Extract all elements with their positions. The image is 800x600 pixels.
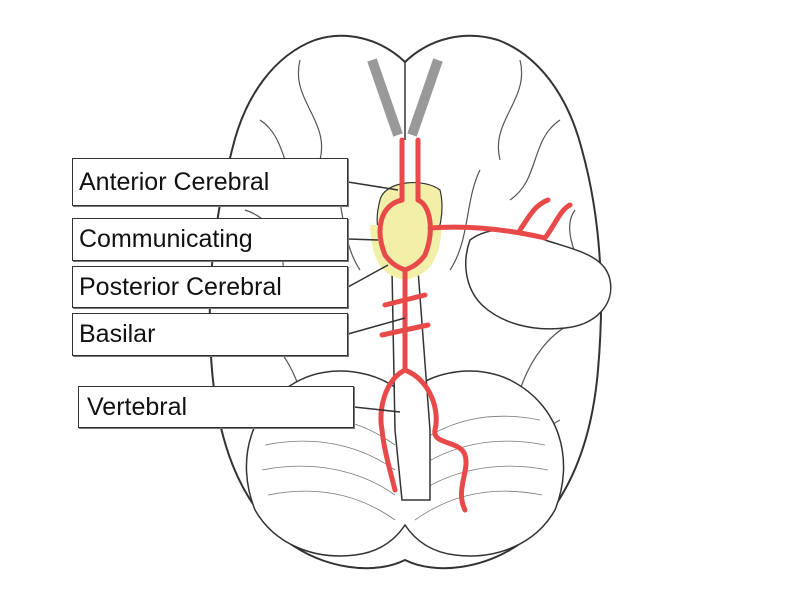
middle-cerebral-artery	[427, 197, 573, 241]
label-basilar: Basilar	[72, 313, 348, 356]
vertebral-artery-right	[402, 367, 469, 513]
label-anterior-cerebral: Anterior Cerebral	[72, 158, 348, 206]
olfactory-tract-left	[367, 58, 403, 137]
label-communicating: Communicating	[72, 218, 348, 261]
pontine-branches	[379, 292, 431, 338]
olfactory-tract-right	[407, 58, 443, 137]
circle-of-willis-fill	[370, 225, 442, 280]
arteries	[377, 137, 573, 513]
anterior-cerebral-artery	[399, 137, 421, 203]
leader-lines	[347, 181, 406, 413]
vertebral-artery-left	[378, 367, 408, 493]
label-posterior-cerebral: Posterior Cerebral	[72, 266, 348, 308]
label-vertebral: Vertebral	[78, 386, 354, 428]
